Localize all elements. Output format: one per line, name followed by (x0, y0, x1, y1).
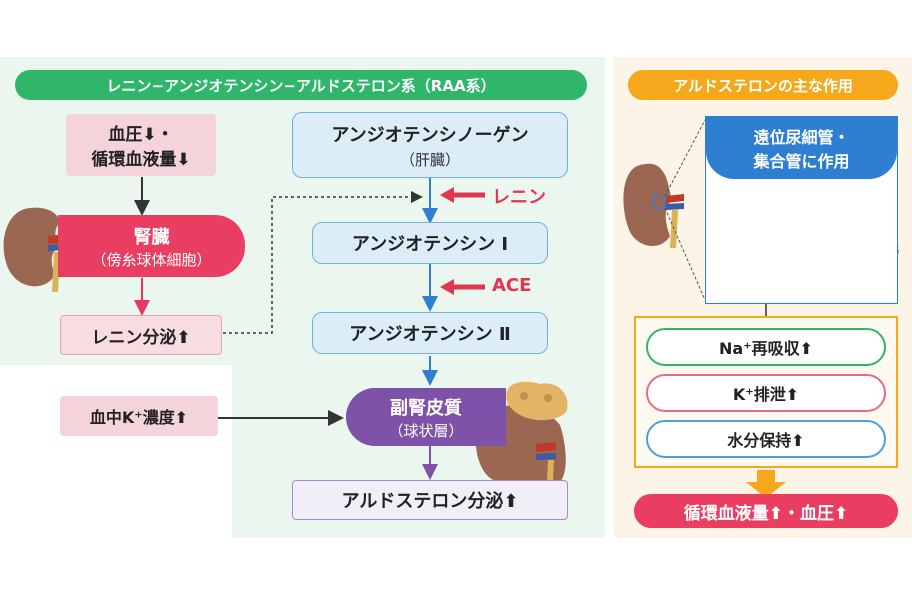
arrow-renin-dotted (223, 191, 423, 334)
aldosterone-action-title: アルドステロンの主な作用 (628, 70, 898, 100)
bp-line2: 循環血液量⬇ (91, 150, 191, 170)
raa-title: レニン−アンジオテンシン−アルドステロン系（RAA系） (15, 70, 587, 100)
effect-potassium: K⁺排泄⬆ (646, 374, 886, 412)
result-box: 循環血液量⬆・血圧⬆ (634, 494, 898, 528)
kidney-sub: （傍糸球体細胞） (91, 250, 212, 269)
panel-cutout (0, 365, 232, 540)
site-line1: 遠位尿細管・ (753, 128, 850, 147)
adrenal-cortex-box: 副腎皮質 （球状層） (346, 388, 506, 446)
bp-decrease-box: 血圧⬇・ 循環血液量⬇ (66, 114, 216, 176)
angiotensin2-box: アンジオテンシン Ⅱ (312, 312, 548, 354)
adrenal-title: 副腎皮質 (390, 397, 462, 419)
ace-label: ACE (492, 275, 532, 296)
aldosterone-secretion-box: アルドステロン分泌⬆ (292, 480, 568, 520)
site-line2: 集合管に作用 (753, 152, 850, 171)
angiotensinogen-title: アンジオテンシノーゲン (331, 124, 529, 146)
result-arrow (746, 470, 786, 498)
angiotensin1-box: アンジオテンシン Ⅰ (312, 222, 548, 264)
bp-line1: 血圧⬇・ (108, 125, 174, 145)
kidney-title: 腎臓 (133, 226, 170, 248)
angiotensinogen-box: アンジオテンシノーゲン （肝臓） (292, 112, 568, 178)
effect-sodium: Na⁺再吸収⬆ (646, 328, 886, 366)
kidney-box: 腎臓 （傍糸球体細胞） (58, 215, 245, 277)
effect-water: 水分保持⬆ (646, 420, 886, 458)
angiotensinogen-sub: （肝臓） (399, 150, 460, 169)
right-kidney-illustration (623, 119, 706, 301)
renin-secretion-box: レニン分泌⬆ (60, 315, 222, 355)
potassium-box: 血中K⁺濃度⬆ (60, 396, 218, 436)
adrenal-sub: （球状層） (388, 421, 464, 440)
site-label: 遠位尿細管・ 集合管に作用 (706, 117, 897, 179)
kidney-illustration (3, 207, 66, 292)
renin-label: レニン (492, 187, 546, 208)
